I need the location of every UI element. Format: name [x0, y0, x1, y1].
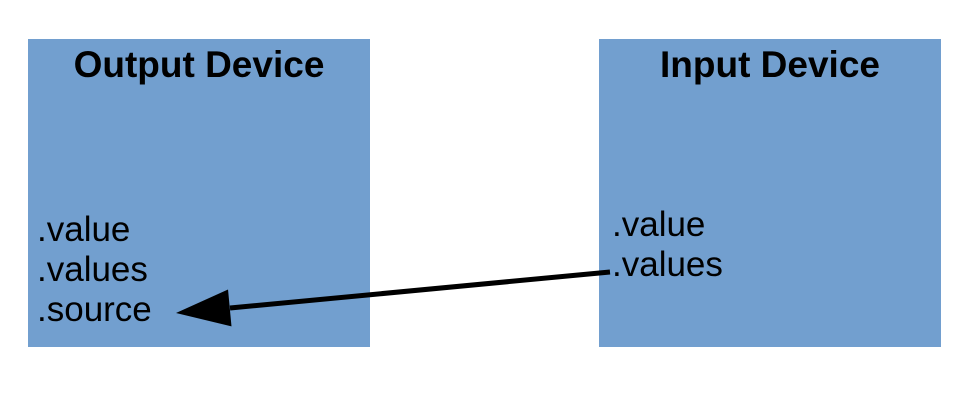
property-label: .values	[612, 245, 723, 284]
property-label: .values	[37, 250, 148, 289]
output-device-box: Output Device .value .values .source	[28, 39, 370, 347]
output-device-properties: .value .values .source	[37, 210, 152, 330]
property-label: .value	[612, 205, 706, 244]
input-device-properties: .value .values	[612, 205, 723, 285]
input-device-box: Input Device .value .values	[599, 39, 941, 347]
input-device-title: Input Device	[660, 44, 880, 85]
output-device-title: Output Device	[73, 44, 325, 85]
property-label: .source	[37, 290, 152, 329]
property-label: .value	[37, 210, 131, 249]
